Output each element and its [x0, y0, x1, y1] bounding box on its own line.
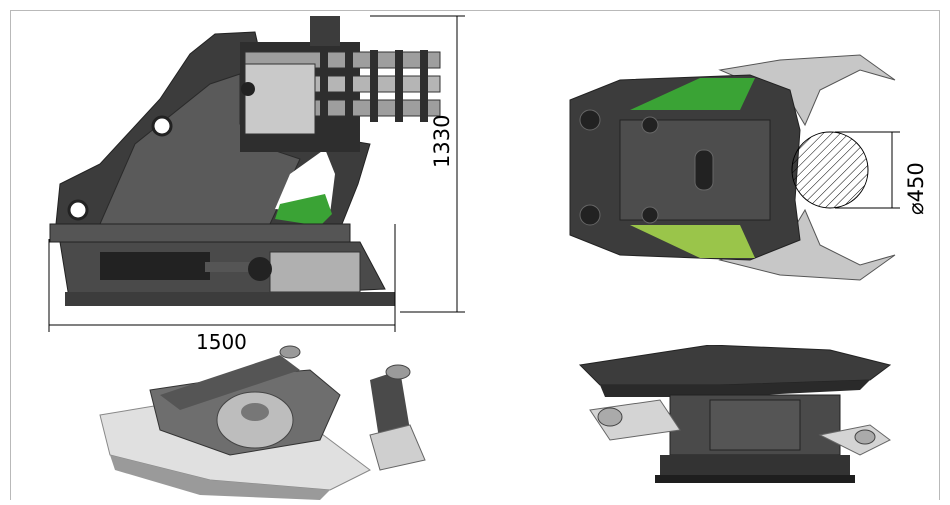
iso-left-rear-pin: [385, 364, 411, 380]
side-wheel: [248, 257, 272, 281]
iso-right-right-pin: [854, 429, 876, 445]
top-green-upper: [630, 78, 755, 110]
top-material-section: [791, 131, 869, 209]
iso-left-upper-arm: [160, 355, 300, 410]
side-hub-bolt: [241, 82, 255, 96]
iso-left-jaw-tip: [369, 424, 426, 471]
top-green-lower: [630, 225, 755, 258]
dim-diameter-label: ⌀450: [904, 162, 928, 215]
dim-width-label: 1500: [196, 330, 247, 354]
side-cylinder-rod: [205, 262, 265, 272]
side-cylinder-mount: [269, 251, 361, 293]
top-pin-lower-mid: [641, 206, 659, 224]
side-pin-hole-upper: [151, 115, 173, 137]
top-view: [569, 54, 900, 281]
side-view: [48, 15, 465, 332]
side-base-bottom: [65, 292, 395, 306]
iso-view-left: [99, 345, 426, 500]
top-pin-lower-left: [579, 204, 601, 226]
side-hub-plate: [244, 63, 316, 135]
top-pin-upper-mid: [641, 116, 659, 134]
iso-right-top-plate: [578, 345, 892, 386]
top-pin-upper-left: [579, 109, 601, 131]
top-slot: [694, 149, 714, 191]
iso-right-base-lip: [655, 475, 855, 483]
iso-left-front-pin: [279, 345, 301, 359]
side-cylinder: [100, 252, 210, 280]
iso-left-lower-blade-shadow: [110, 455, 330, 500]
side-base-rail: [49, 223, 351, 243]
dim-height-label: 1330: [430, 114, 454, 168]
side-jaw-teeth: [320, 50, 428, 122]
iso-left-rear-arm: [370, 370, 410, 445]
side-pin-hole-lower: [67, 199, 89, 221]
side-top-lug: [310, 16, 340, 46]
iso-left-hub-center: [241, 403, 269, 421]
iso-right-top-edge: [600, 380, 870, 397]
sheet-border: [10, 10, 940, 500]
side-green-liner: [275, 194, 332, 226]
iso-view-right: [578, 345, 892, 483]
iso-right-left-pin: [597, 407, 623, 427]
iso-right-core: [709, 399, 801, 451]
